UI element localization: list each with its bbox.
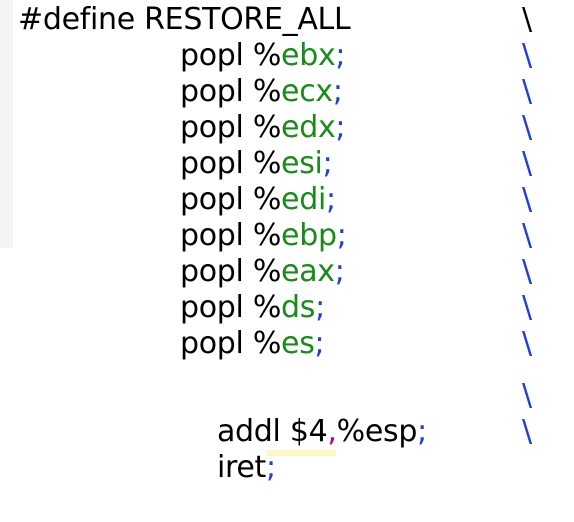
register-operand: %ds (252, 290, 316, 325)
register-operand: %esp (336, 414, 418, 449)
semicolon: ; (325, 182, 336, 217)
instruction: popl (180, 182, 244, 217)
instruction: popl (180, 146, 244, 181)
register-operand: %ecx (252, 74, 333, 109)
register-operand: %eax (252, 254, 335, 289)
line-continuation: \ (522, 290, 533, 325)
semicolon: ; (322, 146, 333, 181)
line-continuation: \ (522, 182, 533, 217)
code-line-popl: popl %es; (180, 326, 325, 362)
line-continuation: \ (522, 414, 533, 449)
line-continuation: \ (522, 326, 533, 361)
instruction: popl (180, 254, 244, 289)
register-operand: %ebp (252, 218, 337, 253)
define-directive: #define RESTORE_ALL (18, 2, 351, 37)
code-line-popl: popl %eax; (180, 254, 345, 290)
editor-gutter (0, 0, 13, 248)
semicolon: ; (336, 218, 347, 253)
register-operand: %edx (252, 110, 336, 145)
line-continuation: \ (522, 110, 533, 145)
code-line-popl: popl %ebx; (180, 38, 346, 74)
register-operand: %ebx (252, 38, 336, 73)
line-continuation: \ (522, 74, 533, 109)
instruction: popl (180, 326, 244, 361)
line-continuation: \ (522, 254, 533, 289)
code-line-popl: popl %edi; (180, 182, 336, 218)
line-continuation: \ (522, 146, 533, 181)
semicolon: ; (335, 110, 346, 145)
comma: , (327, 414, 337, 449)
code-line-popl: popl %ebp; (180, 218, 347, 254)
instruction: popl (180, 110, 244, 145)
code-line-addl: addl $4,%esp; (180, 378, 427, 449)
semicolon: ; (417, 414, 427, 449)
instruction: iret (216, 450, 266, 485)
register-operand: %esi (252, 146, 323, 181)
register-operand: %es (252, 326, 315, 361)
code-line-popl: popl %esi; (180, 146, 333, 182)
instruction: popl (180, 218, 244, 253)
code-editor[interactable]: #define RESTORE_ALL \ popl %ebx; \ popl %e… (0, 0, 574, 485)
current-line-highlight (266, 450, 336, 456)
instruction: popl (180, 38, 244, 73)
register-operand: %edi (252, 182, 326, 217)
semicolon: ; (334, 254, 345, 289)
semicolon: ; (315, 290, 325, 325)
semicolon: ; (332, 74, 343, 109)
code-line-popl: popl %edx; (180, 110, 346, 146)
code-line-iret: iret; (180, 414, 276, 485)
immediate-operand: $4 (289, 414, 328, 449)
code-line-popl: popl %ecx; (180, 74, 343, 110)
semicolon: ; (314, 326, 325, 361)
instruction: popl (180, 290, 244, 325)
semicolon: ; (335, 38, 346, 73)
instruction: popl (180, 74, 244, 109)
code-line-popl: popl %ds; (180, 290, 325, 326)
semicolon: ; (265, 450, 276, 485)
line-continuation: \ (522, 2, 533, 37)
line-continuation: \ (522, 218, 533, 253)
line-continuation: \ (522, 378, 533, 413)
instruction: addl (216, 414, 281, 449)
line-continuation: \ (522, 38, 533, 73)
